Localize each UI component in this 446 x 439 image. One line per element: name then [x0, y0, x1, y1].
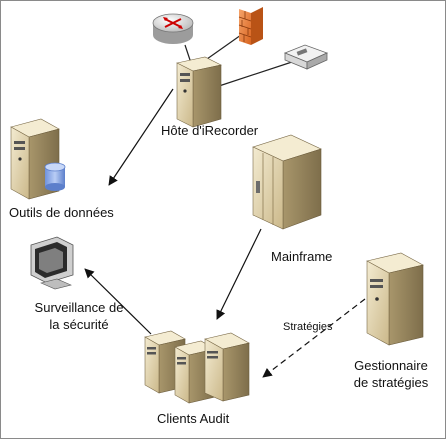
- security-monitoring-label: Surveillance de la sécurité: [19, 299, 139, 333]
- policy-manager-label-line2: de stratégies: [353, 375, 429, 390]
- arrow-policy-manager-to-clients: [262, 298, 366, 378]
- policy-manager-server-icon: [366, 252, 424, 346]
- arrow-clients-to-monitoring: [84, 268, 152, 335]
- security-monitoring-label-line2: la sécurité: [49, 317, 109, 332]
- monitor-icon: [30, 236, 74, 290]
- policy-manager-label: Gestionnaire de stratégies: [341, 357, 441, 391]
- database-icon: [44, 162, 66, 191]
- link-host-firewall: [206, 34, 242, 60]
- policy-manager-label-line1: Gestionnaire: [354, 358, 428, 373]
- link-host-switch: [218, 60, 296, 87]
- audit-client-server-3: [204, 332, 250, 402]
- irecorder-host-server-icon: [176, 56, 222, 128]
- security-monitoring-label-line1: Surveillance de: [34, 300, 124, 315]
- arrow-host-to-data-tools: [108, 88, 174, 186]
- audit-clients-label: Clients Audit: [157, 411, 230, 426]
- router-icon: [152, 13, 194, 44]
- data-tools-label: Outils de données: [9, 205, 114, 220]
- mainframe-label: Mainframe: [271, 249, 333, 264]
- connectors: [84, 34, 366, 378]
- firewall-icon: [238, 7, 263, 45]
- arrow-mainframe-to-clients: [216, 228, 262, 320]
- network-device-icon: [283, 44, 329, 70]
- irecorder-host-label: Hôte d'iRecorder: [161, 123, 259, 138]
- mainframe-icon: [252, 134, 322, 230]
- policies-flow-label: Stratégies: [283, 321, 333, 333]
